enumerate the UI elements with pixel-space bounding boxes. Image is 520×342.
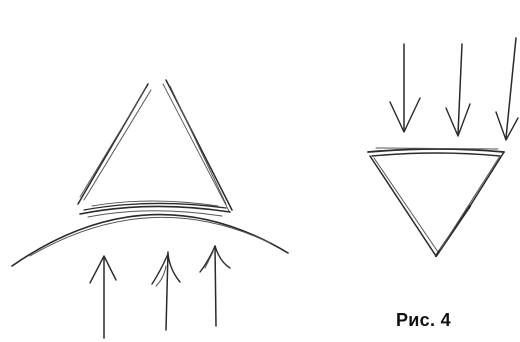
curved-surface	[12, 215, 288, 266]
upward-arrows	[90, 246, 230, 338]
down-arrow-2	[446, 44, 470, 136]
figure-caption: Рис. 4	[396, 310, 451, 331]
right-figure	[368, 38, 518, 256]
downward-triangle	[368, 148, 504, 256]
upward-triangle	[78, 80, 232, 217]
down-arrow-3	[496, 38, 518, 140]
downward-arrows	[390, 38, 518, 140]
up-arrow-2	[152, 252, 180, 330]
up-arrow-3	[200, 246, 230, 326]
down-arrow-1	[390, 44, 420, 132]
up-arrow-1	[90, 256, 116, 338]
left-figure	[12, 80, 288, 338]
